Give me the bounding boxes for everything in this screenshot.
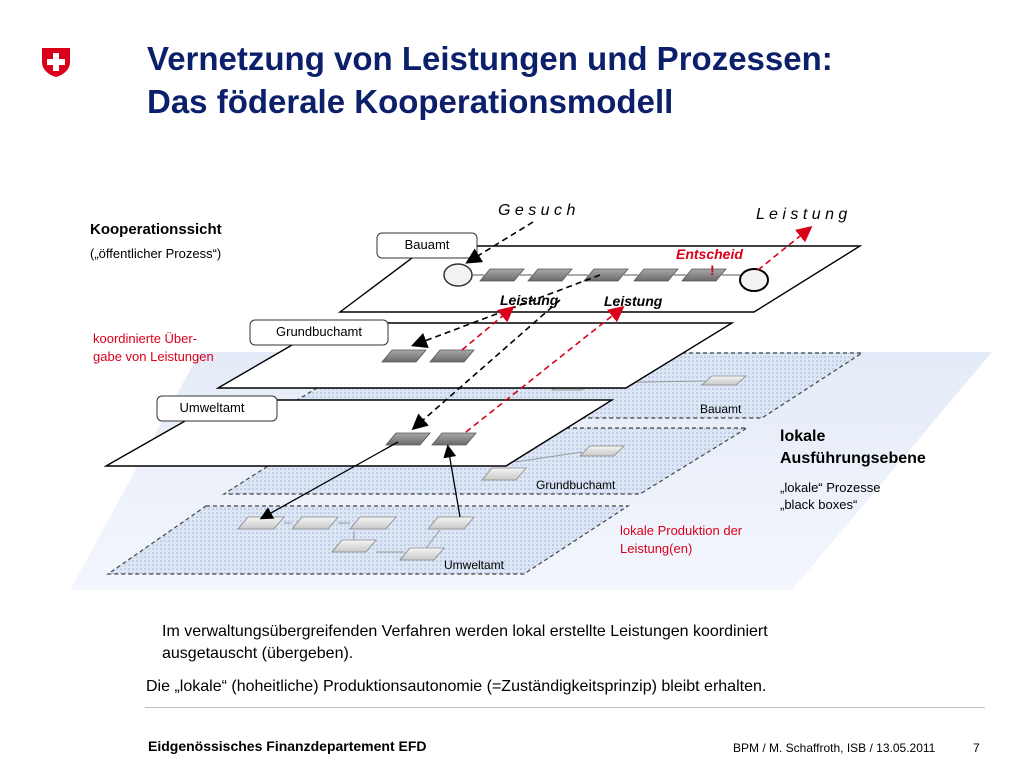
gesuch-arrow-umweltamt <box>411 299 561 431</box>
tag-grundbuchamt-label: Grundbuchamt <box>276 324 362 339</box>
lokale-heading-line-2: Ausführungsebene <box>780 450 926 467</box>
tag-bauamt <box>376 232 478 259</box>
result-arrow-up <box>443 444 461 518</box>
gesuch-arrow-bauamt <box>465 221 534 264</box>
body-paragraph-1-line-2: ausgetauscht (übergeben). <box>162 645 354 662</box>
tag-umweltamt <box>156 395 278 422</box>
lokale-produktion-line-1: lokale Produktion der <box>620 523 743 538</box>
local-grundbuchamt-label: Grundbuchamt <box>536 478 616 492</box>
lokale-produktion-line-2: Leistung(en) <box>620 541 693 556</box>
page-number: 7 <box>973 741 980 755</box>
body-paragraph-2: Die „lokale“ (hoheitliche) Produktionsau… <box>146 678 767 695</box>
tag-umweltamt-label: Umweltamt <box>179 400 244 415</box>
gesuch-label: G e s u c h <box>498 202 575 219</box>
tag-grundbuchamt <box>249 319 389 346</box>
entscheid-mark: ! <box>710 262 715 278</box>
leistung-top-label: L e i s t u n g <box>756 206 847 223</box>
lokale-prozesse-note: „lokale“ Prozesse <box>780 480 881 495</box>
local-bauamt-label: Bauamt <box>700 402 742 416</box>
koordinierte-note-line-1: koordinierte Über- <box>93 331 198 346</box>
delegate-arrow-down <box>259 441 399 520</box>
swiss-cross-logo <box>42 48 70 77</box>
leistung-label-2: Leistung <box>604 293 663 309</box>
footer-department: Eidgenössisches Finanzdepartement EFD <box>148 738 427 754</box>
page-title-line-1: Vernetzung von Leistungen und Prozessen: <box>147 40 833 77</box>
leistung-arrow-grundbuchamt <box>461 305 515 351</box>
black-boxes-note: „black boxes“ <box>780 497 858 512</box>
entscheid-label: Entscheid <box>676 246 743 262</box>
body-paragraph-1: Im verwaltungsübergreifenden Verfahren w… <box>162 621 768 665</box>
oeffentlicher-prozess-note: („öffentlicher Prozess“) <box>90 246 222 261</box>
page-title-line-2: Das föderale Kooperationsmodell <box>147 83 674 120</box>
end-event-circle <box>739 268 769 292</box>
koordinierte-note-line-2: gabe von Leistungen <box>93 349 214 364</box>
footer-meta: BPM / M. Schaffroth, ISB / 13.05.2011 <box>733 741 936 755</box>
footer-divider <box>145 707 985 708</box>
tag-bauamt-label: Bauamt <box>405 237 450 252</box>
local-umweltamt-label: Umweltamt <box>444 558 505 572</box>
start-event-circle <box>443 263 473 287</box>
body-paragraph-1-line-1: Im verwaltungsübergreifenden Verfahren w… <box>162 623 768 640</box>
leistung-arrow-top <box>757 225 813 271</box>
lokale-heading-line-1: lokale <box>780 428 826 445</box>
kooperationssicht-heading: Kooperationssicht <box>90 221 222 238</box>
leistung-label-1: Leistung <box>500 292 559 308</box>
leistung-arrow-umweltamt <box>465 306 625 433</box>
gesuch-arrow-grundbuchamt <box>411 274 601 348</box>
